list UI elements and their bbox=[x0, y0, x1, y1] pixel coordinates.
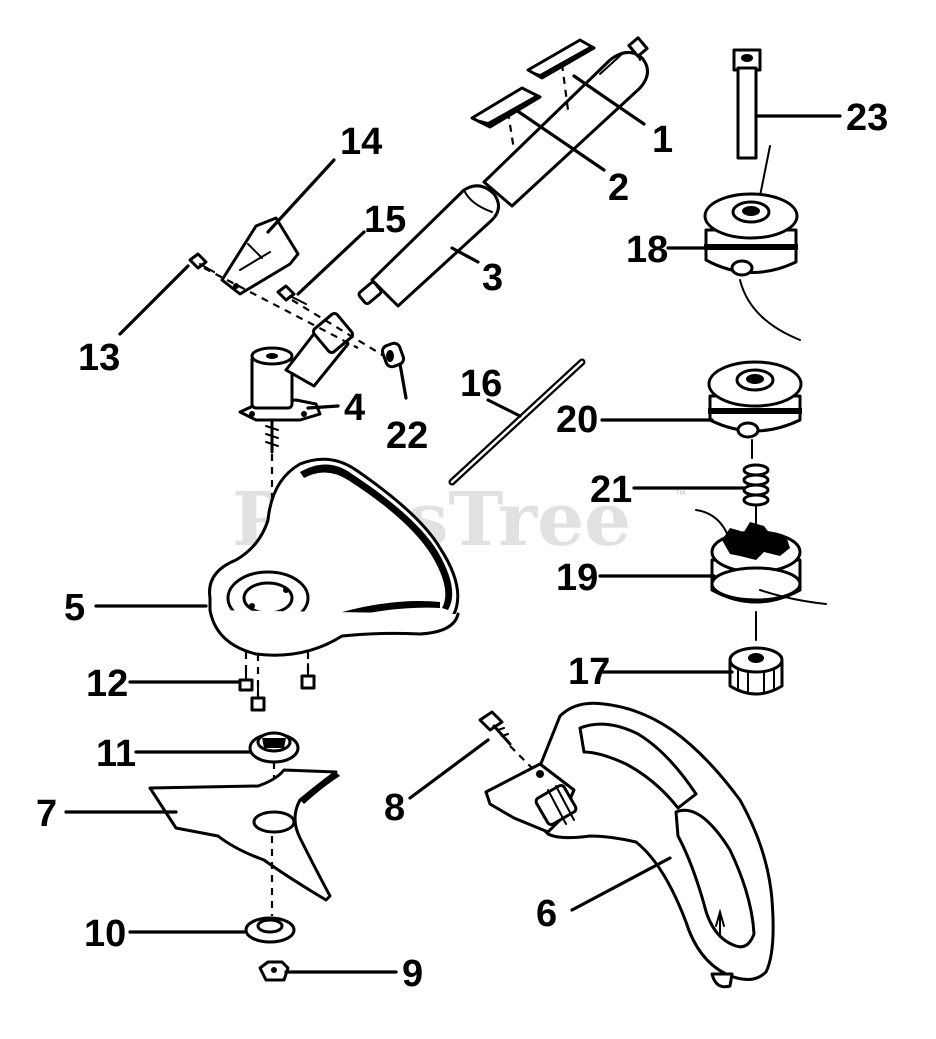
part-3-lower-shaft bbox=[357, 184, 500, 308]
callout-15: 15 bbox=[364, 199, 406, 241]
callout-11: 11 bbox=[96, 733, 136, 775]
part-20-spool-housing bbox=[707, 360, 803, 459]
callout-6: 6 bbox=[536, 893, 557, 935]
leader-lines bbox=[64, 74, 842, 974]
callout-8: 8 bbox=[384, 787, 405, 829]
watermark-trademark: ™ bbox=[675, 489, 686, 501]
part-5-guard bbox=[208, 457, 460, 657]
callout-2: 2 bbox=[608, 167, 629, 209]
part-17-bump-knob bbox=[728, 646, 784, 696]
part-8-screw bbox=[478, 710, 541, 777]
callout-12: 12 bbox=[86, 663, 128, 705]
part-14-clamp bbox=[220, 216, 300, 296]
part-16-rod bbox=[448, 358, 586, 486]
callout-22: 22 bbox=[386, 415, 428, 457]
callout-4: 4 bbox=[344, 387, 365, 429]
callout-21: 21 bbox=[590, 469, 632, 511]
callout-17: 17 bbox=[568, 651, 610, 693]
callout-5: 5 bbox=[64, 587, 85, 629]
part-13-screw bbox=[188, 252, 215, 273]
callout-23: 23 bbox=[846, 97, 888, 139]
part-10-washer bbox=[244, 836, 296, 944]
callout-18: 18 bbox=[626, 229, 668, 271]
callout-7: 7 bbox=[36, 793, 57, 835]
callout-13: 13 bbox=[78, 337, 120, 379]
part-15-screw bbox=[276, 284, 307, 305]
part-4-gearhead bbox=[238, 312, 354, 600]
part-9-nut bbox=[258, 960, 290, 982]
callout-9: 9 bbox=[402, 953, 423, 995]
part-19-spool bbox=[695, 509, 827, 641]
part-2-label-strip bbox=[470, 86, 542, 129]
part-7-blade bbox=[148, 768, 340, 902]
part-21-spring bbox=[742, 463, 770, 525]
part-18-trimmer-head bbox=[703, 145, 801, 341]
part-22-spacer bbox=[380, 341, 406, 369]
callout-19: 19 bbox=[556, 557, 598, 599]
callout-14: 14 bbox=[340, 121, 382, 163]
callout-16: 16 bbox=[460, 363, 502, 405]
part-12-screws bbox=[238, 652, 316, 712]
callout-3: 3 bbox=[482, 257, 503, 299]
part-11-adapter bbox=[248, 731, 300, 792]
part-23-tool bbox=[732, 48, 762, 160]
part-1-label-strip bbox=[526, 38, 596, 80]
callout-20: 20 bbox=[556, 399, 598, 441]
callout-10: 10 bbox=[84, 913, 126, 955]
upper-shaft bbox=[482, 36, 649, 208]
part-6-handle bbox=[484, 701, 775, 989]
callout-1: 1 bbox=[652, 119, 673, 161]
